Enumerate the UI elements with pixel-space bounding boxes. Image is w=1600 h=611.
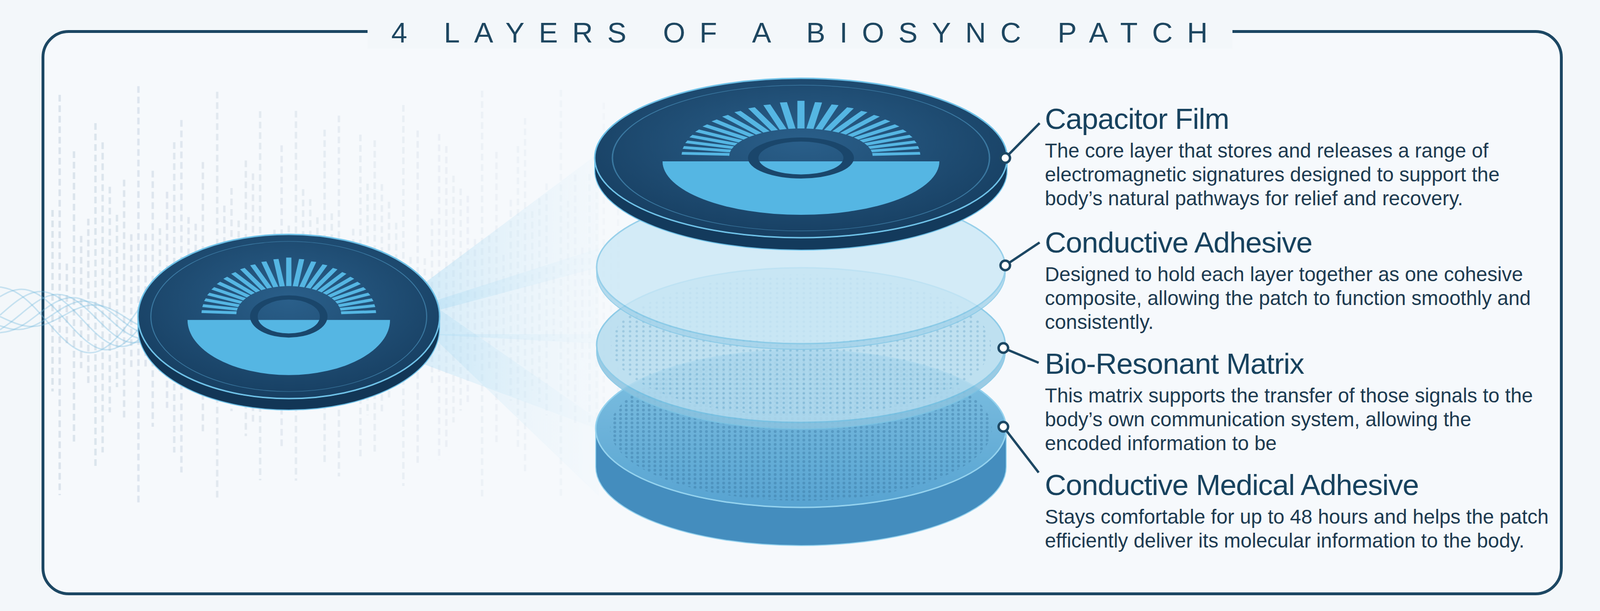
leader-dot xyxy=(1000,153,1011,163)
signal-bar xyxy=(137,85,140,503)
leader-dot xyxy=(998,343,1009,353)
sunburst-emblem xyxy=(612,84,990,231)
title: 4 LAYERS OF A BIOSYNC PATCH xyxy=(367,17,1233,49)
signal-bar xyxy=(115,214,119,388)
signal-bar xyxy=(101,142,105,453)
capacitor-disc xyxy=(594,78,1008,251)
leader-line xyxy=(1005,242,1040,266)
callout-heading: Capacitor Film xyxy=(1044,101,1551,137)
callout: Conductive Medical AdhesiveStays comfort… xyxy=(1044,467,1551,553)
leader-lines xyxy=(998,123,1040,473)
callout-body: The core layer that stores and releases … xyxy=(1044,138,1551,211)
light-beams xyxy=(420,152,600,497)
leader-dot xyxy=(1000,260,1011,271)
callout-heading: Bio-Resonant Matrix xyxy=(1044,346,1551,381)
callout-heading: Conductive Adhesive xyxy=(1044,225,1551,260)
light-beam xyxy=(420,295,600,497)
signal-bar xyxy=(108,186,112,413)
signal-bars xyxy=(52,85,619,503)
callout: Bio-Resonant MatrixThis matrix supports … xyxy=(1044,346,1551,456)
title-bar: 4 LAYERS OF A BIOSYNC PATCH xyxy=(0,17,1600,49)
signal-bar xyxy=(130,234,133,370)
disc-stack xyxy=(137,78,1008,546)
callout-body: Stays comfortable for up to 48 hours and… xyxy=(1044,505,1551,553)
signal-bar xyxy=(123,179,126,420)
leader-dot xyxy=(998,421,1009,432)
leader-line xyxy=(1005,123,1040,158)
callout: Conductive AdhesiveDesigned to hold each… xyxy=(1044,225,1551,335)
callout-heading: Conductive Medical Adhesive xyxy=(1044,467,1551,503)
callout: Capacitor FilmThe core layer that stores… xyxy=(1044,101,1551,211)
sunburst-emblem xyxy=(150,241,427,392)
small-patch-disc xyxy=(137,234,440,411)
callout-body: Designed to hold each layer together as … xyxy=(1044,262,1551,335)
callout-body: This matrix supports the transfer of tho… xyxy=(1044,383,1551,456)
frame xyxy=(42,31,1562,594)
leader-line xyxy=(1003,426,1039,473)
signal-bar xyxy=(94,123,97,470)
signal-bar xyxy=(51,210,54,392)
